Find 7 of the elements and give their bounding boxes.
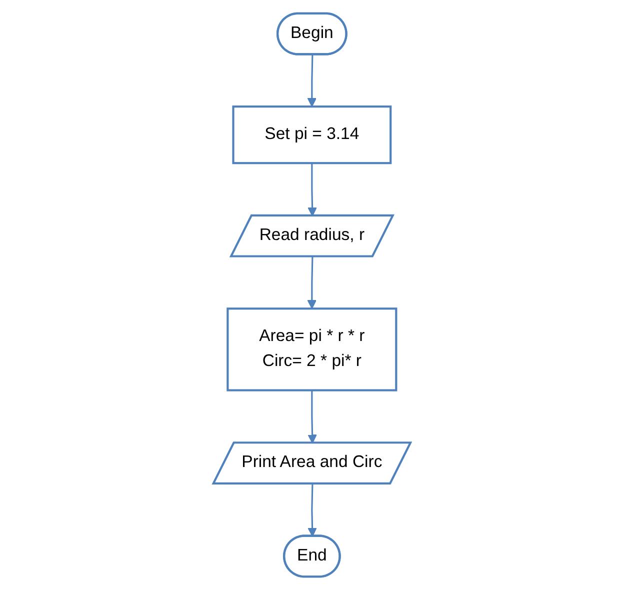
arrow bbox=[306, 54, 316, 107]
node-box: Area= pi * r * r Circ= 2 * pi* r bbox=[226, 308, 397, 392]
arrow bbox=[307, 390, 316, 444]
arrow bbox=[306, 256, 316, 310]
arrow bbox=[307, 484, 316, 537]
arrow bbox=[307, 163, 316, 216]
node-box: Set pi = 3.14 bbox=[232, 106, 392, 164]
